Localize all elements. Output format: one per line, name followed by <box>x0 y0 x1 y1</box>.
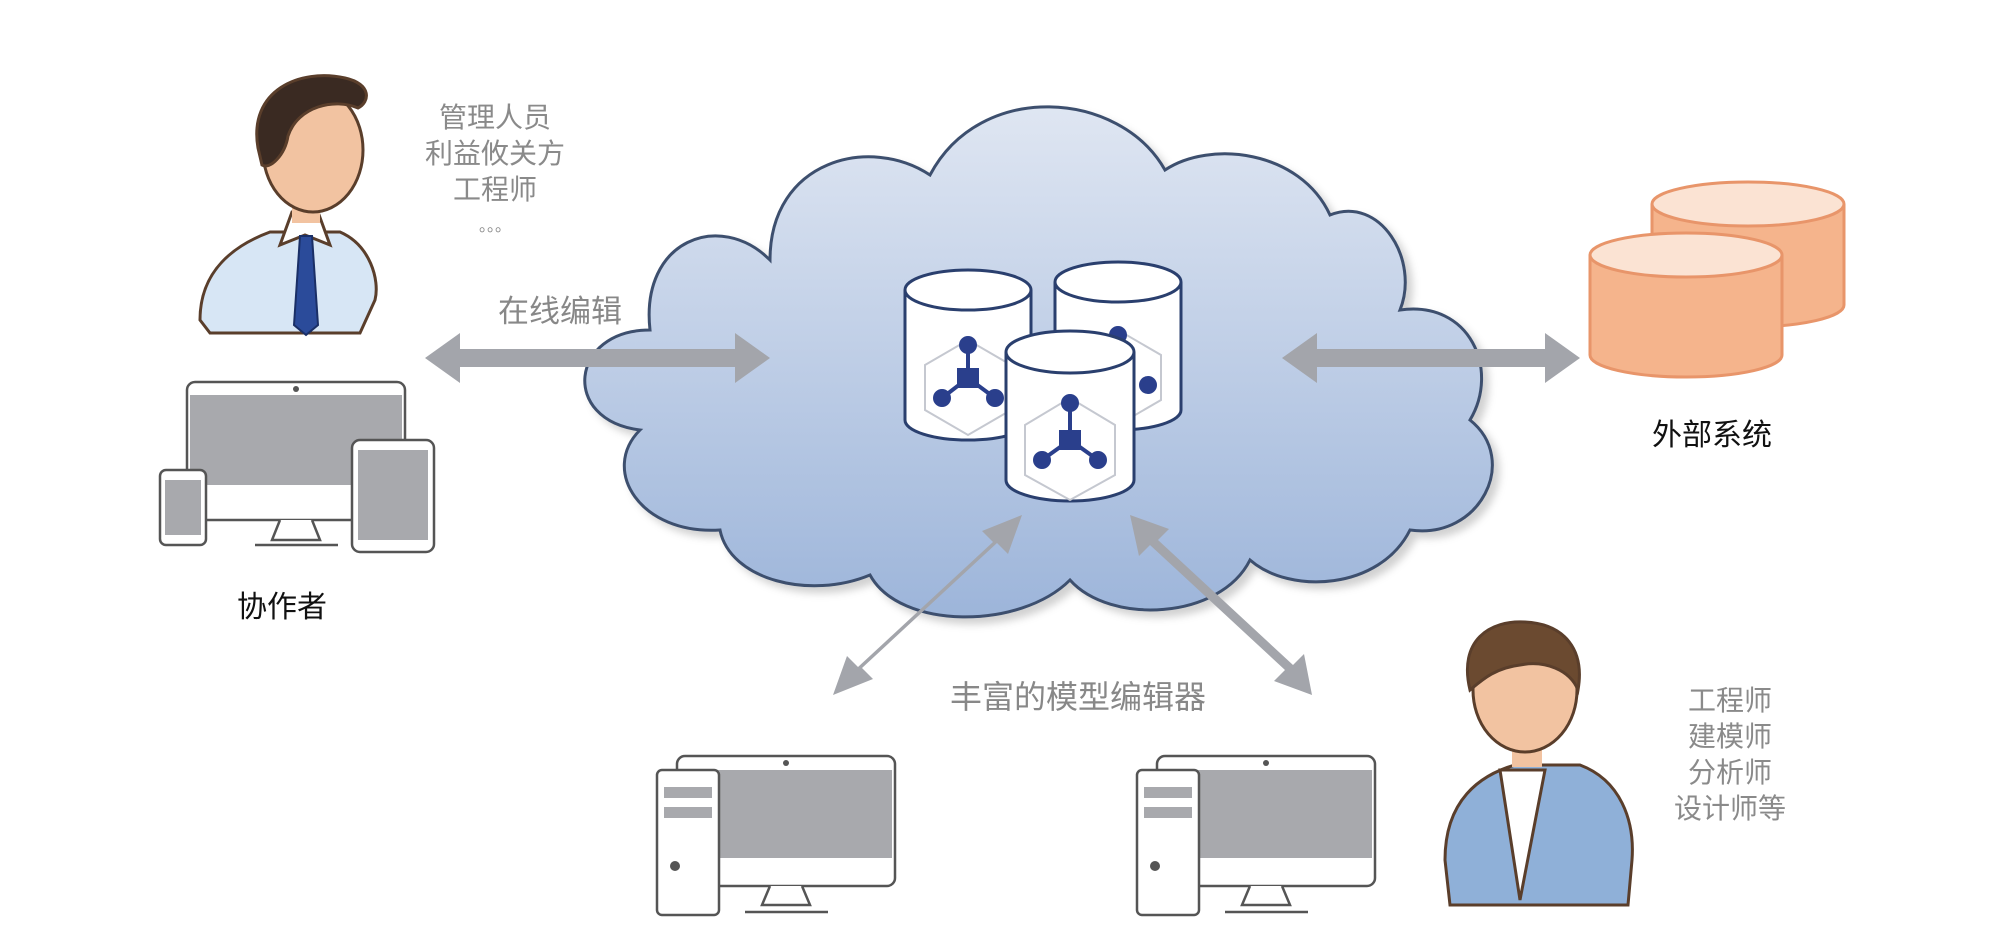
left-roles-list: 管理人员 利益攸关方 工程师 。。。 <box>405 100 585 244</box>
left-role-item: 管理人员 <box>438 101 551 134</box>
collaborator-label: 协作者 <box>237 590 327 625</box>
left-role-item: 利益攸关方 <box>424 137 565 170</box>
right-role-item: 设计师等 <box>1673 792 1786 825</box>
right-role-item: 建模师 <box>1687 720 1772 753</box>
left-role-item: 工程师 <box>452 173 537 206</box>
engineer-avatar <box>1443 620 1634 907</box>
multi-device-icon <box>158 380 436 554</box>
online-edit-label: 在线编辑 <box>498 294 622 330</box>
manager-avatar <box>198 74 378 337</box>
external-system-label: 外部系统 <box>1652 418 1772 453</box>
workstation-left-icon <box>655 754 897 917</box>
external-database-icon <box>1588 180 1846 379</box>
model-repository-icon <box>903 260 1183 503</box>
external-system-arrow <box>1282 333 1580 383</box>
right-role-item: 分析师 <box>1687 756 1772 789</box>
model-db-cylinder-front <box>1004 329 1136 503</box>
right-roles-list: 工程师 建模师 分析师 设计师等 <box>1650 683 1810 827</box>
left-role-item: 。。。 <box>478 216 511 235</box>
online-edit-arrow <box>425 333 770 383</box>
editor-arrow-left <box>833 515 1022 695</box>
right-role-item: 工程师 <box>1687 684 1772 717</box>
editor-arrow-right <box>1130 515 1312 695</box>
workstation-right-icon <box>1135 754 1377 917</box>
model-editors-label: 丰富的模型编辑器 <box>950 678 1207 716</box>
